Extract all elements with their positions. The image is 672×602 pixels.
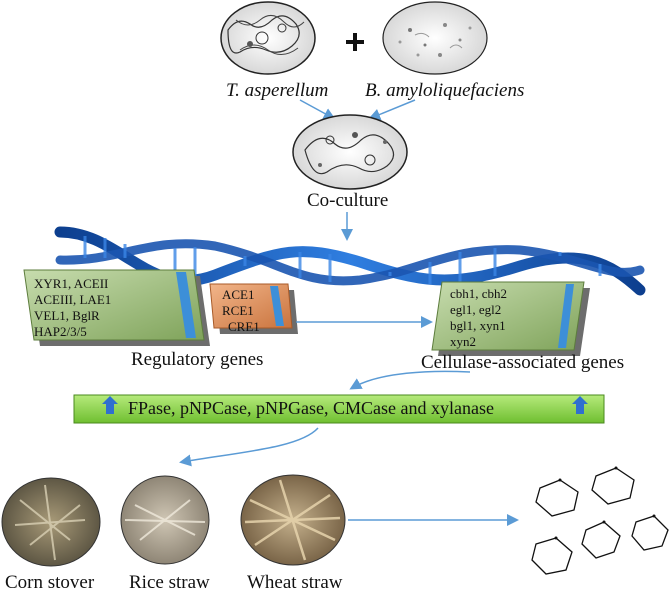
regulatory-gene-line: VEL1, BglR [34,308,100,323]
regulatory-box-orange [209,283,298,334]
co-culture-dish [292,114,408,190]
rice-straw-photo [120,475,210,565]
up-arrow-right-icon [572,396,588,414]
co-culture-label: Co-culture [307,190,389,211]
t-asperellum-label: T. asperellum [226,80,329,101]
b-amyloliquefaciens-dish [382,1,488,75]
regulatory-gene-line: ACEIII, LAE1 [34,292,112,307]
cellulase-box [431,281,590,356]
regulatory-gene-line: CRE1 [228,319,260,334]
cellulase-gene-line: egl1, egl2 [450,302,502,317]
t-asperellum-dish [220,1,316,75]
regulatory-gene-line: XYR1, ACEII [34,276,109,291]
cellulase-gene-line: bgl1, xyn1 [450,318,506,333]
sugar-molecules [531,466,669,575]
up-arrow-left-icon [102,396,118,414]
regulatory-box2-text: ACE1 RCE1 CRE1 [222,287,260,335]
cellulase-genes-label: Cellulase-associated genes [421,352,625,373]
cellulase-gene-line: cbh1, cbh2 [450,286,508,301]
plus-sign [346,33,364,51]
regulatory-gene-line: RCE1 [222,303,254,318]
regulatory-gene-line: ACE1 [222,287,255,302]
enzyme-banner-text: FPase, pNPCase, pNPGase, CMCase and xyla… [128,398,494,418]
corn-stover-label: Corn stover [5,572,95,593]
cellulase-box-text: cbh1, cbh2 egl1, egl2 bgl1, xyn1 xyn2 [450,286,507,350]
regulatory-box-green [23,269,210,346]
cellulase-gene-line: xyn2 [450,334,476,349]
enzyme-banner [73,394,605,424]
rice-straw-label: Rice straw [129,572,210,593]
b-amyloliquefaciens-label: B. amyloliquefaciens [365,80,525,101]
regulatory-genes-label: Regulatory genes [131,349,264,370]
wheat-straw-photo [240,474,346,566]
wheat-straw-label: Wheat straw [247,572,343,593]
regulatory-box1-text: XYR1, ACEII ACEIII, LAE1 VEL1, BglR HAP2… [34,276,111,340]
regulatory-gene-line: HAP2/3/5 [34,324,87,339]
corn-stover-photo [1,477,101,567]
